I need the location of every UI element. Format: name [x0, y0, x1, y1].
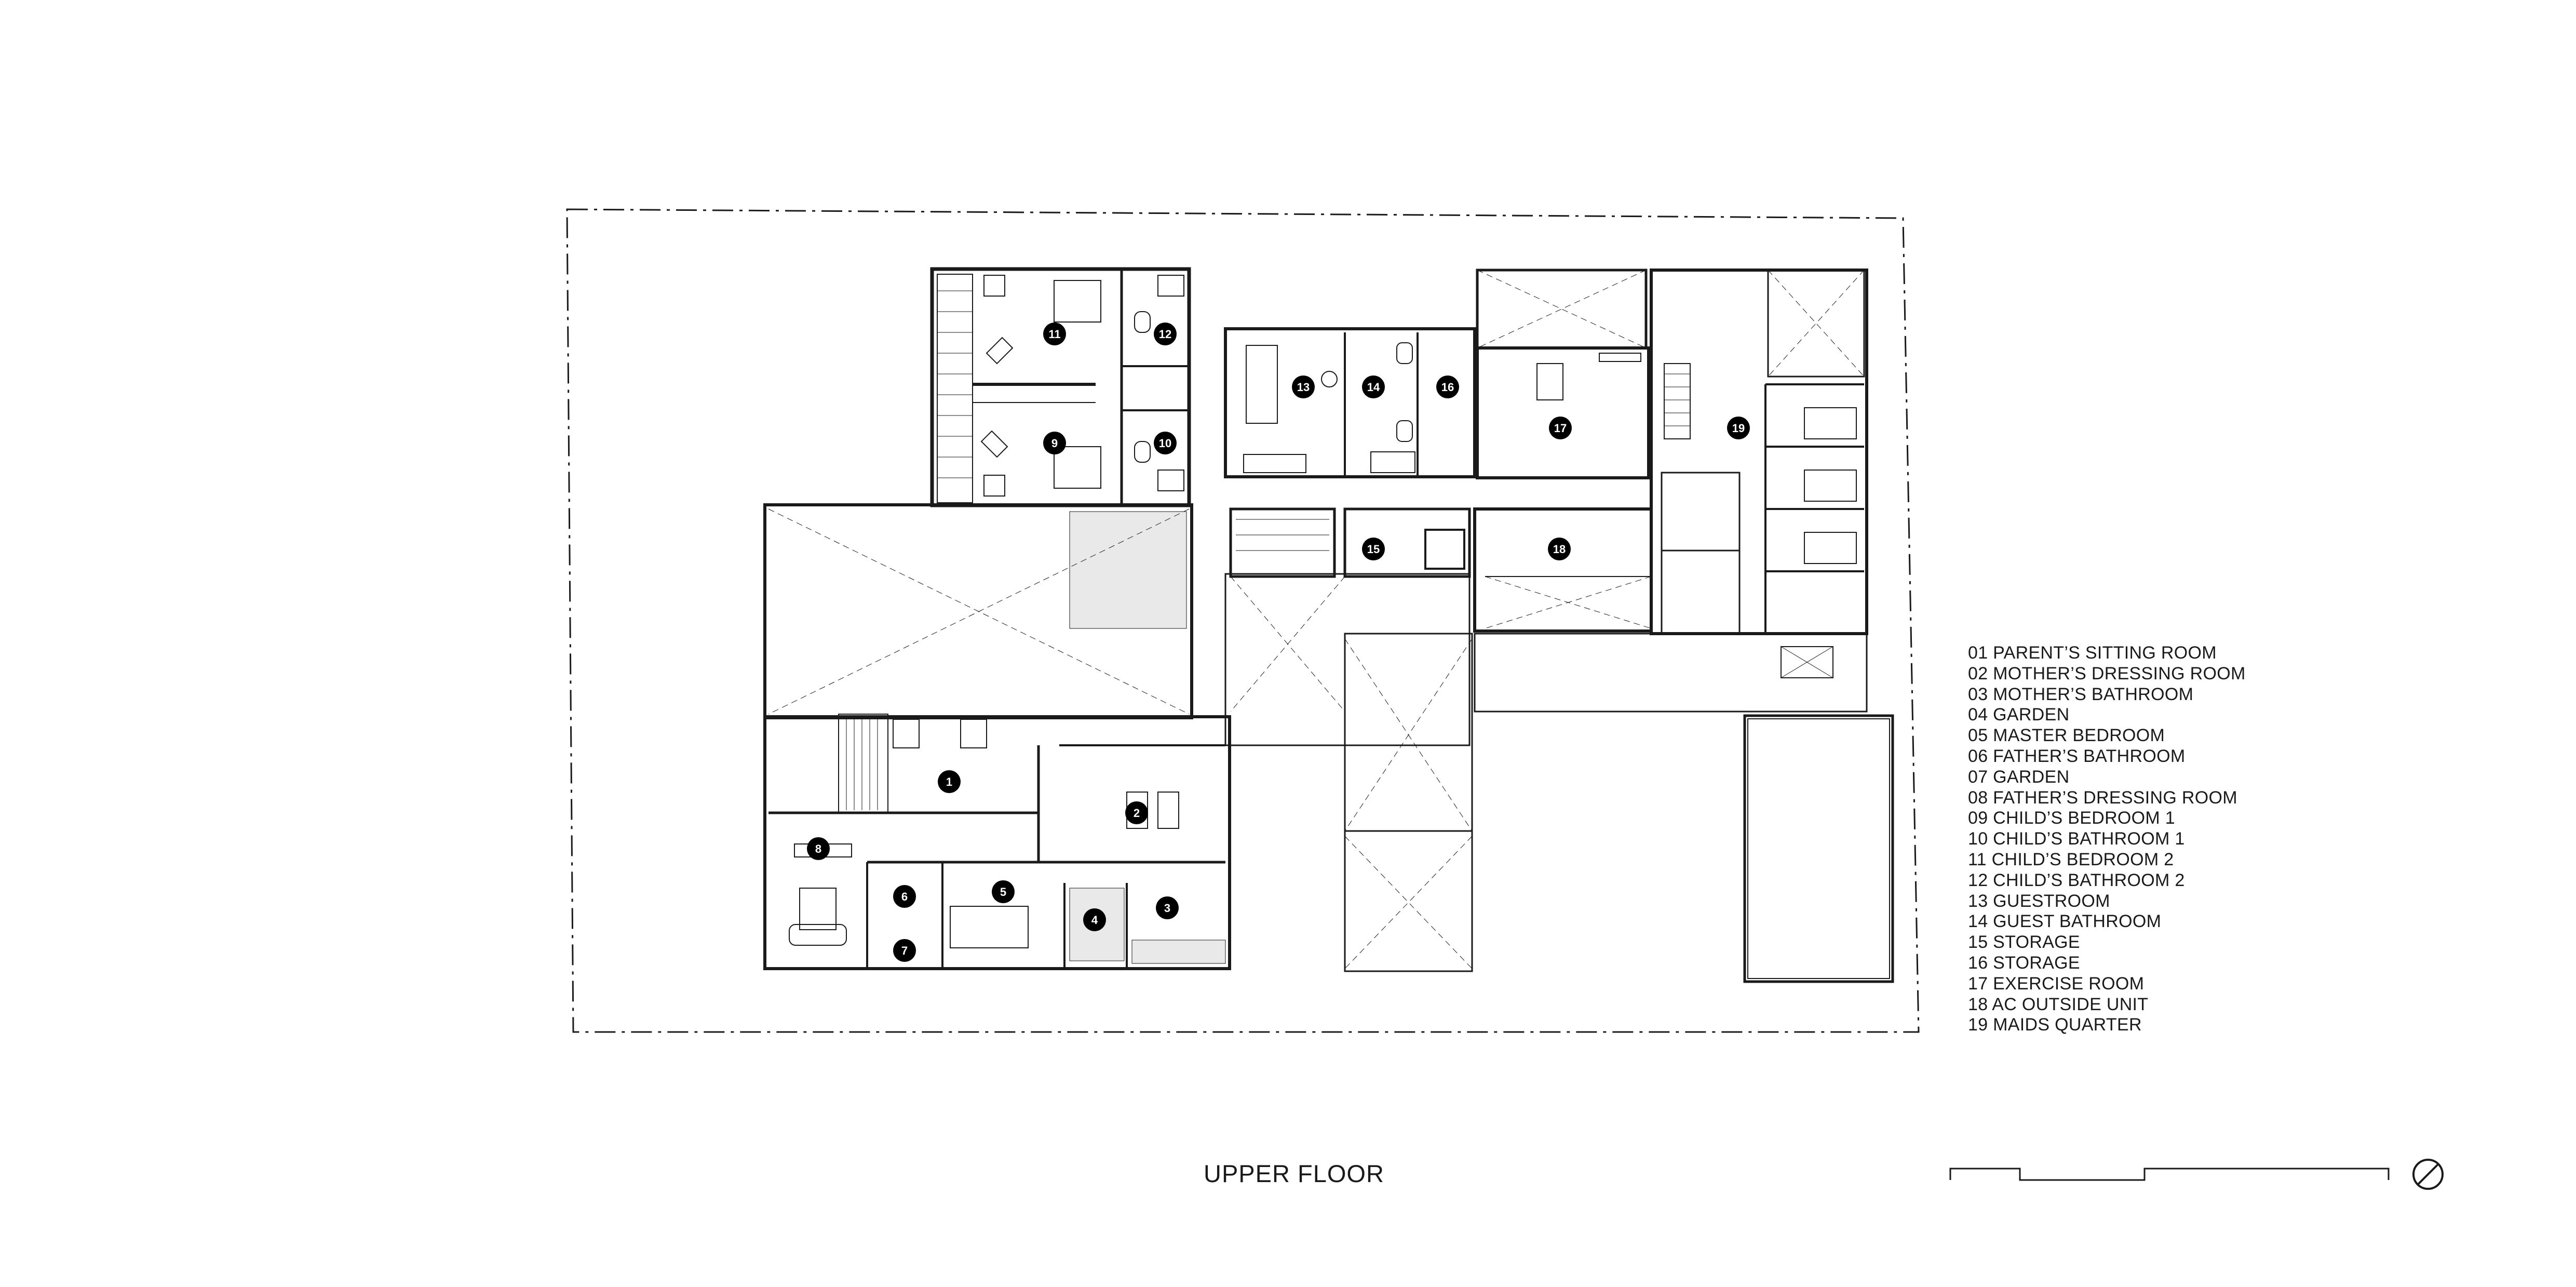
room-tag-18	[1548, 538, 1571, 560]
room-tag-13	[1292, 376, 1315, 398]
legend-item: 04 GARDEN	[1968, 705, 2070, 725]
legend-item: 03 MOTHER’S BATHROOM	[1968, 684, 2194, 704]
room-tag-label-4: 4	[1091, 914, 1098, 927]
central-voids	[1224, 573, 1894, 983]
room-tag-2	[1125, 801, 1148, 824]
legend-item: 09 CHILD’S BEDROOM 1	[1968, 808, 2175, 828]
room-tag-label-18: 18	[1553, 543, 1566, 556]
room-tag-label-16: 16	[1441, 381, 1454, 394]
legend-item: 05 MASTER BEDROOM	[1968, 726, 2165, 746]
legend-item: 18 AC OUTSIDE UNIT	[1968, 994, 2149, 1014]
legend-item: 07 GARDEN	[1968, 767, 2070, 787]
drawing-title: UPPER FLOOR	[1204, 1160, 1384, 1187]
room-tag-10	[1154, 432, 1177, 454]
room-tag-11	[1043, 323, 1066, 345]
room-tag-12	[1154, 323, 1177, 345]
room-tag-label-12: 12	[1159, 328, 1171, 341]
room-tag-17	[1549, 417, 1572, 439]
maids-quarter	[1650, 269, 1868, 678]
room-tag-3	[1156, 896, 1179, 919]
legend-item: 01 PARENT’S SITTING ROOM	[1968, 643, 2217, 663]
room-tag-label-13: 13	[1297, 381, 1310, 394]
legend-item: 02 MOTHER’S DRESSING ROOM	[1968, 663, 2246, 683]
room-tag-5	[992, 880, 1015, 903]
room-legend: 01 PARENT’S SITTING ROOM 02 MOTHER’S DRE…	[1968, 643, 2280, 1036]
site-boundary	[566, 208, 1920, 1033]
room-tag-6	[893, 885, 916, 908]
room-tag-7	[893, 939, 916, 962]
room-tag-label-10: 10	[1159, 437, 1171, 450]
exercise-block	[1476, 269, 1650, 479]
room-tag-label-19: 19	[1732, 422, 1745, 435]
legend-item: 08 FATHER’S DRESSING ROOM	[1968, 787, 2237, 808]
room-tag-15	[1362, 538, 1385, 560]
room-tag-label-8: 8	[815, 842, 821, 855]
room-tag-label-5: 5	[1000, 886, 1006, 899]
legend-item: 11 CHILD’S BEDROOM 2	[1968, 849, 2174, 869]
room-tag-labels: 1 2 3 4 5 6 7 8 9 10 11 12 13 14 15 16 1…	[815, 328, 1745, 957]
room-tag-label-11: 11	[1048, 328, 1060, 341]
room-tag-label-1: 1	[946, 775, 952, 788]
room-tag-1	[938, 770, 961, 793]
guest-wing	[1224, 327, 1476, 478]
legend-item: 15 STORAGE	[1968, 932, 2080, 953]
room-tag-label-6: 6	[901, 890, 908, 903]
room-tag-16	[1436, 376, 1459, 398]
legend-item: 19 MAIDS QUARTER	[1968, 1015, 2142, 1035]
north-arrow-icon	[2412, 1159, 2444, 1190]
legend-item: 12 CHILD’S BATHROOM 2	[1968, 870, 2185, 890]
room-tag-4	[1083, 908, 1106, 931]
legend-item: 13 GUESTROOM	[1968, 891, 2110, 911]
scale-bar-icon	[1949, 1168, 2390, 1181]
room-tag-label-17: 17	[1554, 422, 1567, 435]
legend-item: 14 GUEST BATHROOM	[1968, 911, 2162, 932]
room-tag-label-14: 14	[1367, 381, 1380, 394]
legend-item: 06 FATHER’S BATHROOM	[1968, 746, 2186, 766]
room-tag-label-2: 2	[1134, 807, 1140, 820]
room-tag-8	[807, 837, 830, 860]
room-tag-9	[1043, 432, 1066, 454]
room-tag-label-3: 3	[1164, 902, 1170, 915]
service-band	[1229, 507, 1653, 633]
room-tag-19	[1727, 417, 1750, 439]
legend-item: 10 CHILD’S BATHROOM 1	[1968, 829, 2185, 849]
legend-item: 16 STORAGE	[1968, 953, 2080, 973]
room-tag-label-9: 9	[1051, 437, 1058, 450]
legend-item: 17 EXERCISE ROOM	[1968, 973, 2145, 994]
childrens-wing	[930, 267, 1191, 507]
room-tag-label-7: 7	[901, 944, 908, 957]
room-tag-14	[1362, 376, 1385, 398]
room-tag-label-15: 15	[1367, 543, 1380, 556]
room-tags	[807, 323, 1750, 962]
